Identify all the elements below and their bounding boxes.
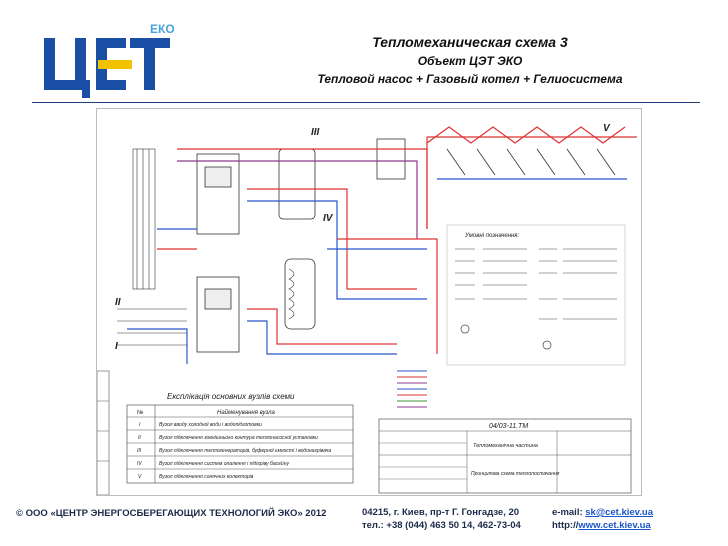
object-name: Объект ЦЭТ ЭКО	[417, 54, 523, 68]
table-row-num: V	[138, 474, 142, 480]
table-row-num: IV	[137, 461, 142, 467]
email-label: e-mail:	[552, 507, 583, 518]
solar-collector-field	[426, 126, 637, 229]
legend-title: Умовні позначення:	[464, 233, 520, 239]
logo-badge: ЕКО	[150, 22, 175, 36]
slide-header: Тепломеханическая схема 3 Объект ЦЭТ ЭКО…	[240, 34, 700, 86]
buffer-tank	[278, 148, 316, 220]
table-row-num: II	[138, 435, 141, 441]
table-row-num: I	[139, 422, 141, 428]
address-text: 04215, г. Киев, пр-т Г. Гонгадзе, 20	[362, 507, 520, 518]
symbol-legend: Умовні позначення:	[446, 224, 626, 366]
header-divider	[32, 102, 700, 103]
company-logo	[44, 38, 170, 98]
water-heater-tank	[284, 258, 316, 330]
explication-table: Експлікація основних вузлів схеми № Найм…	[126, 392, 354, 484]
collector-manifold	[117, 148, 187, 346]
table-row-name: Вузол підключення систем опалення і піді…	[159, 460, 289, 467]
side-stamp	[97, 370, 110, 495]
table-row-name: Вузол підключення зовнішнього контура те…	[159, 435, 318, 441]
table-row-name: Вузол вводу холодної води і водопідготов…	[159, 422, 262, 428]
http-label: http://	[552, 520, 579, 531]
logo-accent-bar	[98, 60, 132, 69]
boiler-upper	[196, 153, 240, 235]
contact-block: 04215, г. Киев, пр-т Г. Гонгадзе, 20 тел…	[362, 506, 521, 532]
table-header-name: Найменування вузла	[217, 409, 276, 416]
pipe-network	[127, 148, 438, 364]
zone-labels: I II III IV V	[115, 123, 611, 352]
copyright-text: © ООО «ЦЕНТР ЭНЕРГОСБЕРЕГАЮЩИХ ТЕХНОЛОГИ…	[16, 508, 327, 519]
page-title: Тепломеханическая схема 3	[372, 34, 568, 50]
table-row-name: Вузол підключення теплогенераторів, буфе…	[159, 448, 331, 454]
pipe-type-legend	[397, 370, 427, 408]
stamp-sheet: Принципова схема теплопостачання	[471, 471, 560, 477]
table-header-num: №	[137, 409, 143, 416]
site-link[interactable]: www.cet.kiev.ua	[578, 520, 651, 531]
site-line: http://www.cet.kiev.ua	[552, 519, 653, 532]
email-link[interactable]: sk@cet.kiev.ua	[585, 507, 653, 518]
table-title: Експлікація основних вузлів схеми	[167, 392, 295, 401]
zone-label-iii: III	[311, 127, 320, 138]
heat-pump-unit	[376, 138, 406, 180]
table-row-num: III	[137, 448, 142, 454]
boiler-lower	[196, 276, 240, 353]
zone-label-v: V	[603, 123, 611, 134]
table-row-name: Вузол підключення сонячних колекторів	[159, 474, 254, 480]
zone-label-iv: IV	[323, 213, 334, 224]
title-block: 04/03-11.ТМ Тепломеханічна частина Принц…	[378, 418, 632, 494]
zone-label-ii: II	[115, 297, 121, 308]
email-line: e-mail: sk@cet.kiev.ua	[552, 506, 653, 519]
web-contacts: e-mail: sk@cet.kiev.ua http://www.cet.ki…	[552, 506, 653, 532]
stamp-code: 04/03-11.ТМ	[489, 423, 528, 430]
page-subtitle: Тепловой насос + Газовый котел + Гелиоси…	[317, 72, 623, 86]
stamp-title: Тепломеханічна частина	[473, 443, 538, 449]
heat-scheme-drawing: I II III IV V Умовні позначення:	[96, 108, 642, 496]
zone-label-i: I	[115, 341, 118, 352]
phone-text: тел.: +38 (044) 463 50 14, 462-73-04	[362, 520, 521, 531]
